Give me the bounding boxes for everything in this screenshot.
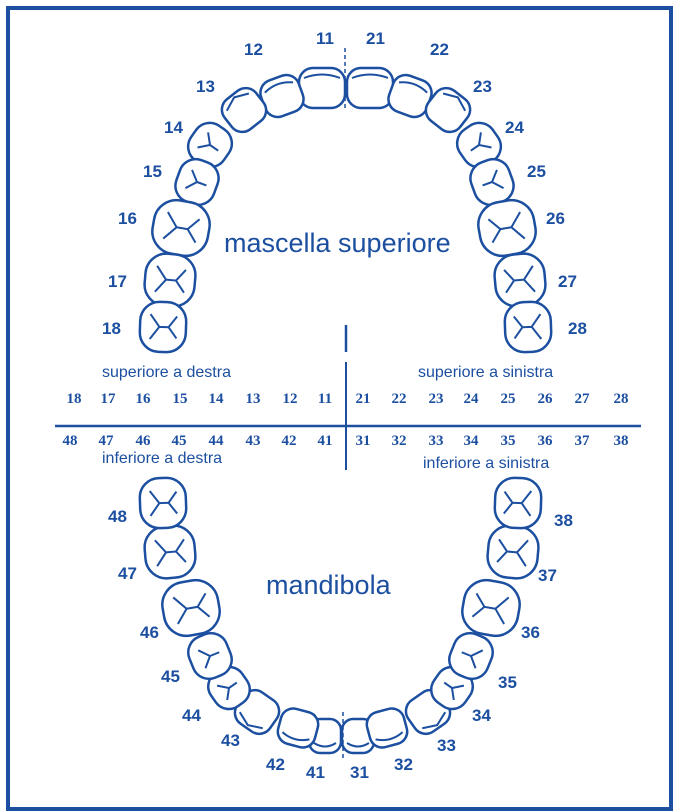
chart-lower-34: 34: [464, 433, 480, 449]
tooth-number-12: 12: [244, 40, 263, 59]
chart-lower-48: 48: [63, 433, 78, 449]
tooth-number-13: 13: [196, 77, 215, 96]
tooth-number-48: 48: [108, 507, 127, 526]
quadrant-upper-left-label: superiore a sinistra: [418, 364, 553, 381]
tooth-number-17: 17: [108, 272, 127, 291]
chart-lower-46: 46: [136, 433, 152, 449]
upper-arch-title: mascella superiore: [224, 228, 451, 258]
quadrant-lower-right-label: inferiore a destra: [102, 450, 222, 467]
tooth-number-37: 37: [538, 566, 557, 585]
chart-upper-25: 25: [501, 391, 516, 407]
tooth-number-34: 34: [472, 706, 491, 725]
tooth-number-22: 22: [430, 40, 449, 59]
chart-upper-24: 24: [464, 391, 480, 407]
tooth-number-33: 33: [437, 736, 456, 755]
tooth-28: [504, 301, 552, 353]
chart-upper-15: 15: [173, 391, 188, 407]
tooth-26: [475, 197, 540, 260]
chart-upper-18: 18: [67, 391, 82, 407]
tooth-number-35: 35: [498, 673, 517, 692]
chart-upper-27: 27: [575, 391, 591, 407]
tooth-number-27: 27: [558, 272, 577, 291]
tooth-number-23: 23: [473, 77, 492, 96]
tooth-number-24: 24: [505, 118, 524, 137]
tooth-number-41: 41: [306, 763, 325, 782]
tooth-21: [347, 68, 393, 108]
chart-lower-32: 32: [392, 433, 407, 449]
chart-upper-26: 26: [538, 391, 554, 407]
tooth-47: [143, 524, 197, 580]
tooth-36: [459, 577, 524, 640]
tooth-number-15: 15: [143, 162, 162, 181]
tooth-11: [299, 68, 345, 108]
chart-lower-42: 42: [282, 433, 297, 449]
lower-arch-title: mandibola: [266, 570, 392, 600]
tooth-number-46: 46: [140, 623, 159, 642]
tooth-number-32: 32: [394, 755, 413, 774]
chart-lower-36: 36: [538, 433, 554, 449]
chart-lower-41: 41: [318, 433, 333, 449]
quadrant-lower-left-label: inferiore a sinistra: [423, 455, 549, 472]
tooth-17: [143, 252, 197, 308]
tooth-number-14: 14: [164, 118, 183, 137]
tooth-16: [149, 197, 214, 260]
chart-upper-22: 22: [392, 391, 407, 407]
chart-upper-11: 11: [318, 391, 332, 407]
tooth-number-11: 11: [316, 29, 334, 48]
chart-upper-17: 17: [101, 391, 117, 407]
tooth-number-47: 47: [118, 564, 137, 583]
tooth-number-38: 38: [554, 511, 573, 530]
tooth-number-21: 21: [366, 29, 385, 48]
quadrant-upper-right-label: superiore a destra: [102, 364, 231, 381]
chart-upper-23: 23: [429, 391, 444, 407]
tooth-number-45: 45: [161, 667, 180, 686]
tooth-number-44: 44: [182, 706, 201, 725]
chart-lower-31: 31: [356, 433, 371, 449]
tooth-number-25: 25: [527, 162, 546, 181]
tooth-48: [139, 477, 187, 529]
tooth-number-43: 43: [221, 731, 240, 750]
tooth-46: [159, 577, 224, 640]
chart-upper-28: 28: [614, 391, 629, 407]
tooth-number-18: 18: [102, 319, 121, 338]
tooth-38: [494, 477, 542, 529]
tooth-27: [493, 252, 547, 308]
tooth-number-26: 26: [546, 209, 565, 228]
chart-upper-row: 18 17 16 15 14 13 12 11 21 22 23 24 25 26 27 28: [67, 391, 629, 407]
chart-upper-13: 13: [246, 391, 261, 407]
tooth-number-31: 31: [350, 763, 369, 782]
chart-lower-33: 33: [429, 433, 444, 449]
chart-lower-44: 44: [209, 433, 225, 449]
tooth-number-16: 16: [118, 209, 137, 228]
chart-lower-35: 35: [501, 433, 516, 449]
chart-upper-12: 12: [283, 391, 298, 407]
chart-lower-45: 45: [172, 433, 187, 449]
tooth-37: [486, 524, 540, 580]
chart-upper-14: 14: [209, 391, 225, 407]
tooth-number-42: 42: [266, 755, 285, 774]
chart-lower-37: 37: [575, 433, 591, 449]
tooth-number-36: 36: [521, 623, 540, 642]
chart-upper-21: 21: [356, 391, 371, 407]
tooth-number-28: 28: [568, 319, 587, 338]
chart-lower-38: 38: [614, 433, 629, 449]
chart-lower-43: 43: [246, 433, 261, 449]
chart-upper-16: 16: [136, 391, 152, 407]
chart-lower-47: 47: [99, 433, 115, 449]
tooth-18: [139, 301, 187, 353]
